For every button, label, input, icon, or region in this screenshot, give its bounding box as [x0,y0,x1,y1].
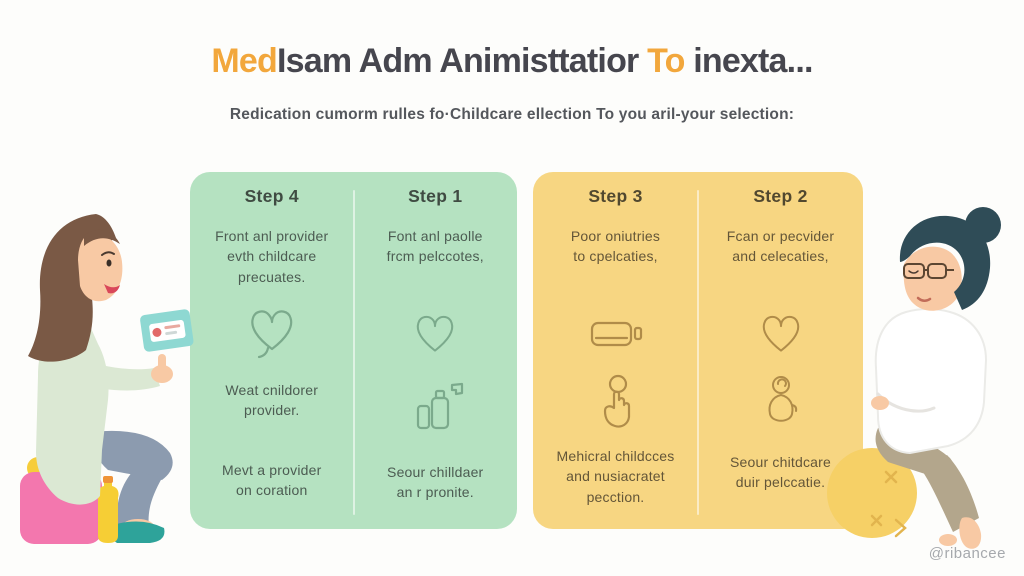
step1-column: Step 1 Font anl paolle frcm pelccotes, S… [354,172,518,529]
yellow-panel: Step 3 Poor oniutries to cpelcaties, Meh… [533,172,863,529]
left-woman-mouth [104,284,120,294]
heart-icon [354,310,518,363]
right-woman-shin [923,455,979,532]
step1-bottom-text: Seour chilldaer an r pronite. [387,464,484,501]
childcare-card [140,309,194,352]
heart-icon [698,310,863,363]
step2-column: Step 2 Fcan or pecvider and celecaties, … [698,172,863,529]
green-panel: Step 4 Front anl provider evth childcare… [190,172,517,529]
step3-top-text: Poor oniutries to cpelcaties, [570,228,661,265]
right-woman-eye [908,270,919,274]
title-accent-1: Med [211,42,277,80]
left-woman-shin [116,470,162,530]
step4-top-text: Front anl provider evth childcare precua… [215,228,329,285]
right-woman-foot [959,517,982,549]
step4-column: Step 4 Front anl provider evth childcare… [190,172,354,529]
watermark: @ribancee [928,545,1006,562]
right-illustration-woman [827,207,1001,549]
page-title: MedIsam Adm Animisttatior To inexta... [0,42,1024,81]
panel-divider [352,190,355,515]
pill-icon [533,314,698,361]
right-woman-mouth [916,296,932,302]
step1-title: Step 1 [408,186,463,206]
left-woman-eyebrow [101,251,115,256]
title-main-1: Isam Adm Animisttatior [276,42,639,80]
person-icon [698,372,863,435]
right-woman-heel [939,534,957,546]
yellow-ball [827,448,917,538]
bottle-cap [103,476,113,483]
step2-top-text: Fcan or pecvider and celecaties, [726,228,835,265]
left-woman-shoe [108,521,165,543]
step2-bottom-text: Seour chitdcare duir pelccatie. [729,454,832,491]
title-main-2: inexta... [693,42,813,80]
title-accent-2: To [638,42,694,80]
step3-bottom-text: Mehicral childcces and nusiacratet pecct… [556,448,675,505]
tap-icon [533,370,698,441]
right-woman-shirt [874,308,988,455]
left-woman-fringe [84,229,120,246]
right-woman-hand [871,396,889,410]
left-woman-face [78,233,123,302]
left-woman-eye [106,259,112,267]
page-subtitle: Redication cumorm rulles fo·Childcare el… [229,106,795,123]
heart-tail-icon [190,304,354,367]
left-illustration-woman [20,214,194,544]
left-woman-arm [76,358,160,391]
bottles-icon [354,376,518,441]
step4-bottom-text: Mevt a provider on coration [221,462,322,499]
left-woman-thumb [158,354,166,370]
left-woman-sweater [36,314,109,505]
left-woman-hand [151,365,173,383]
right-woman-hair [899,215,991,310]
glasses-icon [903,263,954,279]
step2-title: Step 2 [753,186,808,206]
step3-column: Step 3 Poor oniutries to cpelcaties, Meh… [533,172,698,529]
bottle [97,481,119,543]
step3-title: Step 3 [588,186,643,206]
step1-top-text: Font anl paolle frcm pelccotes, [386,228,484,265]
step4-mid-text: Weat cnildorer provider. [225,382,319,419]
left-woman-thigh [91,430,173,480]
step4-title: Step 4 [244,186,299,206]
panel-divider [697,190,699,515]
ball-marks [870,470,907,538]
